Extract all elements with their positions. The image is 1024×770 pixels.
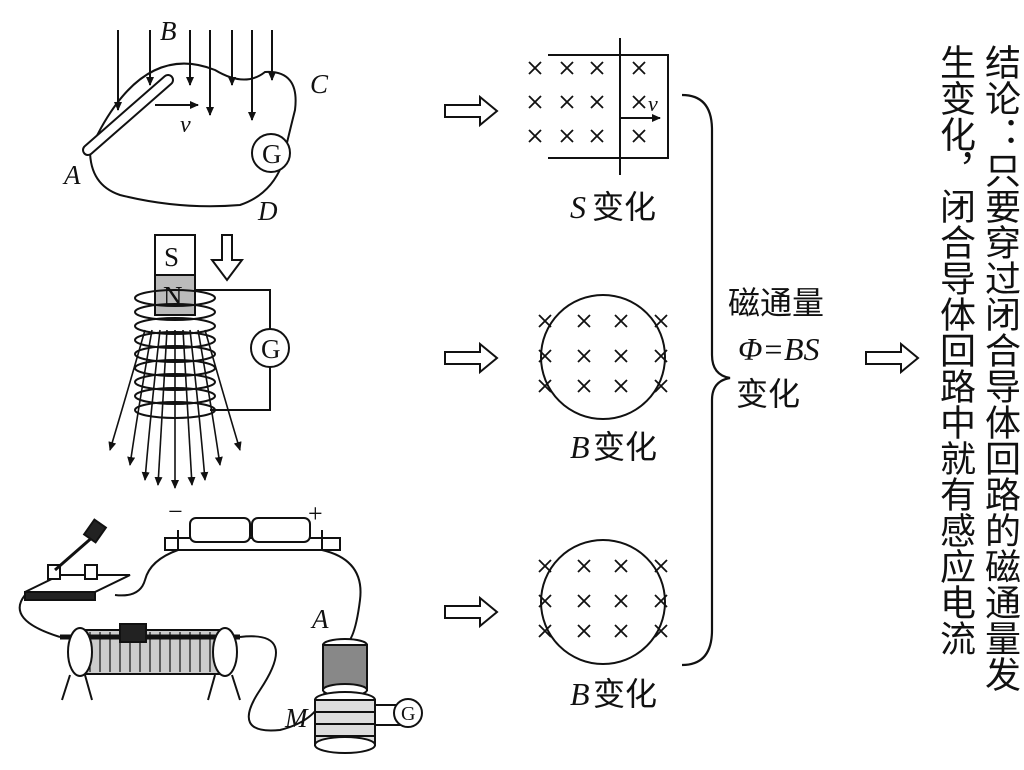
conclusion-column-1: 结论：只要穿过闭合导体回路的磁通量发	[979, 44, 1020, 692]
motion-arrow	[210, 234, 244, 282]
arrow-2	[444, 341, 499, 375]
galvanometer-label: G	[262, 139, 282, 169]
field-crosses	[538, 314, 668, 393]
field1-change-label: 变化	[593, 428, 657, 466]
area-velocity-label: v	[648, 91, 658, 116]
sliding-rod	[82, 74, 174, 156]
field-change-figure-2	[538, 539, 668, 665]
area-symbol: S	[570, 189, 586, 225]
galvanometer	[251, 133, 291, 173]
galvanometer	[250, 328, 290, 368]
arrow-3	[444, 595, 499, 629]
magnet-n-pole	[154, 274, 196, 316]
flux-formula: Φ=BS	[738, 331, 820, 367]
point-a-label: A	[62, 160, 81, 190]
field2-symbol: B	[570, 676, 590, 712]
hollow-arrows	[444, 94, 920, 629]
area-change-label: 变化	[592, 188, 656, 226]
battery	[164, 517, 341, 551]
field1-symbol: B	[570, 429, 590, 465]
rod-setup	[82, 30, 297, 208]
minus-label: −	[168, 497, 183, 526]
area-change-figure	[528, 38, 669, 175]
circuit-loop	[88, 62, 297, 208]
field2-change-label: 变化	[593, 675, 657, 713]
conclusion-column-2: 生变化，闭合导体回路中就有感应电流	[934, 44, 975, 656]
point-d-label: D	[257, 196, 278, 226]
n-pole-label: N	[163, 281, 183, 311]
coil-a-label: A	[310, 604, 329, 634]
s-pole-label: S	[164, 242, 179, 272]
flux-label: 磁通量	[728, 284, 824, 322]
field-crosses	[528, 61, 646, 143]
arrow-1	[444, 94, 499, 128]
switch	[24, 518, 131, 601]
magnet-setup	[108, 234, 290, 489]
plus-label: +	[308, 499, 323, 528]
galvanometer-label: G	[401, 703, 415, 725]
field-lines	[108, 329, 242, 489]
coil-a	[322, 638, 368, 697]
arrow-4	[865, 341, 920, 375]
rheostat	[60, 623, 241, 701]
velocity-label: v	[180, 112, 191, 138]
brace	[681, 93, 731, 667]
field-label: B	[160, 16, 177, 46]
point-c-label: C	[310, 69, 329, 99]
coil-m-label: M	[284, 703, 309, 733]
circuit-setup	[18, 517, 423, 754]
field-change-figure-1	[538, 294, 668, 420]
field-crosses	[538, 559, 668, 638]
flux-change-label: 变化	[736, 375, 800, 413]
galvanometer	[393, 698, 423, 728]
field-lines	[114, 30, 276, 121]
coil-m	[314, 691, 376, 754]
galvanometer-label: G	[261, 334, 281, 364]
